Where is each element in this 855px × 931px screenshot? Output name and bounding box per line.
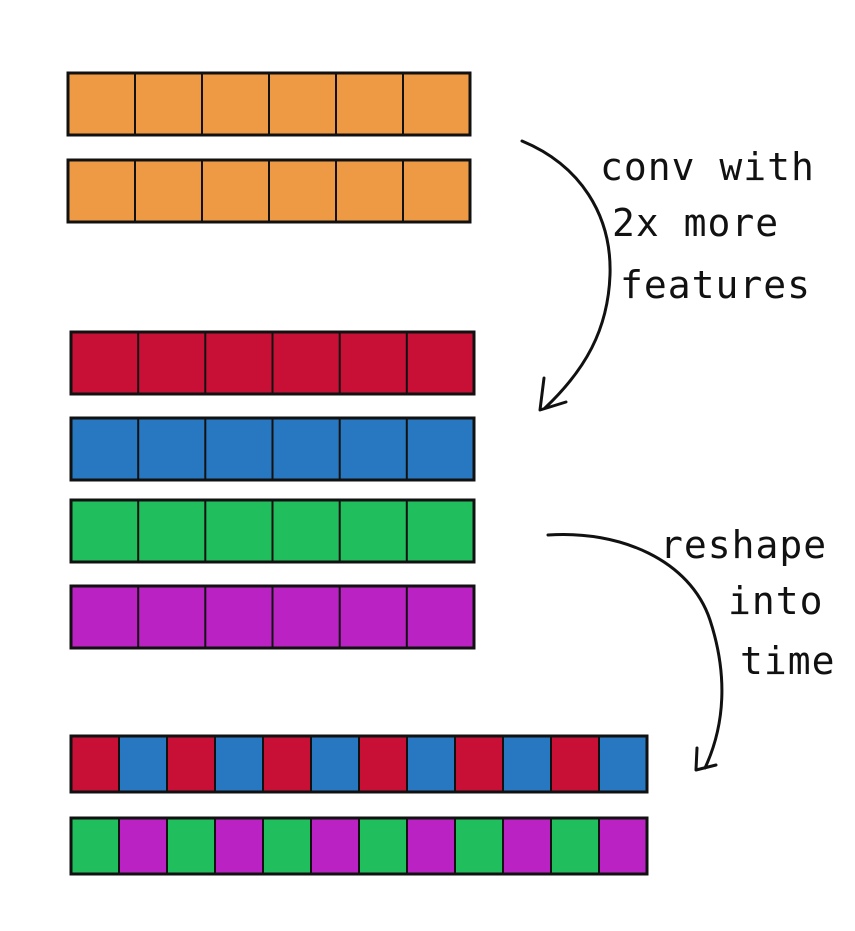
cell-red	[167, 736, 215, 792]
blue-row	[69, 416, 476, 482]
cell-orange	[403, 73, 470, 135]
cell-blue	[119, 736, 167, 792]
row-outline	[69, 584, 476, 650]
cell-green	[167, 818, 215, 874]
cell-red	[205, 332, 273, 394]
cell-red	[263, 736, 311, 792]
cell-purple	[205, 586, 273, 648]
cell-purple	[138, 586, 206, 648]
cell-purple	[407, 818, 455, 874]
cell-orange	[269, 73, 336, 135]
cell-purple	[215, 818, 263, 874]
cell-red	[71, 332, 139, 394]
cell-green	[138, 500, 206, 562]
reshape-arrow-head	[694, 746, 718, 772]
reshape-arrow	[546, 532, 724, 772]
cell-red	[71, 736, 119, 792]
cell-orange	[135, 73, 202, 135]
cell-purple	[406, 586, 474, 648]
orange-row-1	[66, 71, 472, 137]
conv-arrow-curve	[520, 139, 612, 410]
cell-green	[71, 818, 119, 874]
cell-red	[272, 332, 340, 394]
cell-green	[71, 500, 139, 562]
row-outline	[69, 734, 649, 794]
cell-orange	[336, 73, 403, 135]
row-outline	[69, 330, 476, 396]
green-purple-row	[69, 816, 649, 876]
reshape-annotation-line-1: reshape	[660, 523, 827, 567]
cell-green	[205, 500, 273, 562]
cell-red	[406, 332, 474, 394]
cell-blue	[205, 418, 273, 480]
cell-blue	[311, 736, 359, 792]
cell-orange	[269, 160, 336, 222]
cell-red	[138, 332, 206, 394]
cell-blue	[503, 736, 551, 792]
cell-green	[455, 818, 503, 874]
cell-green	[551, 818, 599, 874]
feature-rows	[66, 71, 649, 876]
cell-orange	[403, 160, 470, 222]
row-outline	[69, 498, 476, 564]
row-outline	[69, 416, 476, 482]
cell-purple	[311, 818, 359, 874]
conv-arrow	[520, 139, 612, 412]
cell-green	[272, 500, 340, 562]
cell-blue	[71, 418, 139, 480]
cell-purple	[503, 818, 551, 874]
cell-blue	[272, 418, 340, 480]
cell-purple	[599, 818, 647, 874]
red-blue-row	[69, 734, 649, 794]
green-row	[69, 498, 476, 564]
cell-blue	[599, 736, 647, 792]
cell-blue	[215, 736, 263, 792]
reshape-arrow-curve	[546, 532, 724, 770]
cell-blue	[407, 736, 455, 792]
cell-orange	[336, 160, 403, 222]
conv-annotation-line-3: features	[620, 263, 811, 307]
cell-purple	[71, 586, 139, 648]
cell-blue	[406, 418, 474, 480]
cell-red	[339, 332, 407, 394]
purple-row	[69, 584, 476, 650]
cell-red	[359, 736, 407, 792]
cell-green	[263, 818, 311, 874]
orange-row-2	[66, 158, 472, 224]
cell-blue	[138, 418, 206, 480]
cell-red	[551, 736, 599, 792]
cell-green	[359, 818, 407, 874]
conv-annotation-line-2: 2x more	[612, 201, 779, 245]
red-row	[69, 330, 476, 396]
cell-orange	[68, 160, 135, 222]
row-outline	[69, 816, 649, 876]
cell-green	[406, 500, 474, 562]
cell-orange	[202, 73, 269, 135]
cell-orange	[202, 160, 269, 222]
cell-orange	[135, 160, 202, 222]
row-outline	[66, 158, 472, 224]
row-outline	[66, 71, 472, 137]
reshape-annotation-line-2: into	[728, 579, 824, 623]
cell-purple	[119, 818, 167, 874]
cell-green	[339, 500, 407, 562]
conv-annotation: conv with 2x more features	[600, 145, 815, 307]
cell-purple	[339, 586, 407, 648]
cell-orange	[68, 73, 135, 135]
cell-blue	[339, 418, 407, 480]
cell-red	[455, 736, 503, 792]
conv-arrow-head	[538, 376, 568, 412]
reshape-annotation: reshape into time	[660, 523, 836, 683]
conv-annotation-line-1: conv with	[600, 145, 815, 189]
cell-purple	[272, 586, 340, 648]
reshape-annotation-line-3: time	[740, 639, 836, 683]
